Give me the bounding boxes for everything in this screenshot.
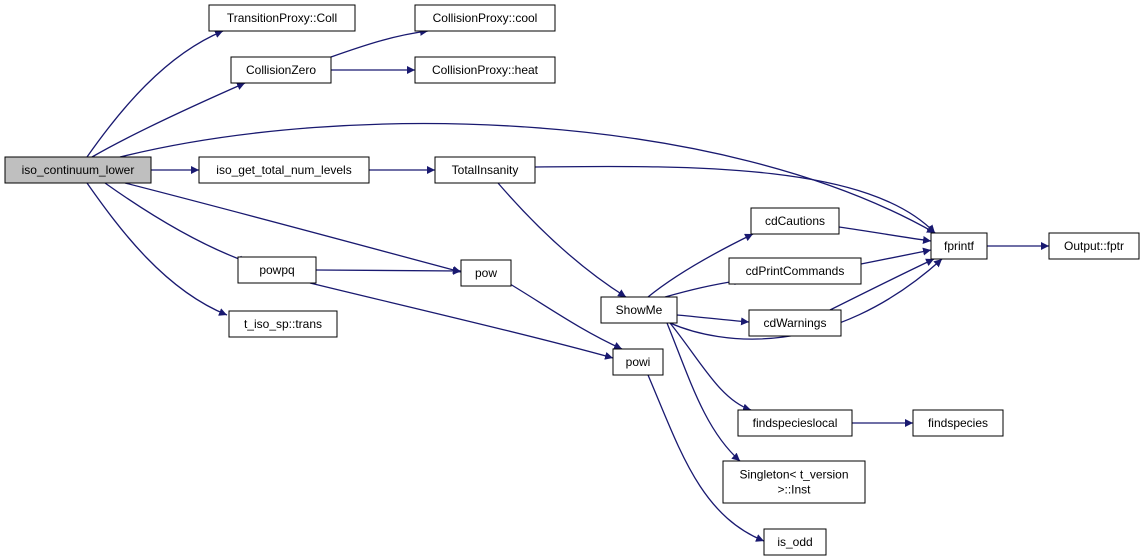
edge-powi-to-is_odd (647, 374, 765, 542)
node-iso_continuum_lower[interactable]: iso_continuum_lower (4, 156, 152, 184)
node-cdCautions[interactable]: cdCautions (750, 207, 840, 235)
node-ShowMe[interactable]: ShowMe (600, 296, 678, 324)
node-Singleton_Inst[interactable]: Singleton< t_version>::Inst (722, 460, 866, 504)
edge-CollisionZero-to-CollisionProxy_cool (330, 27, 429, 58)
node-box (728, 257, 862, 285)
node-label: cdPrintCommands (746, 264, 845, 278)
node-label: Output::fptr (1064, 239, 1124, 253)
node-t_iso_sp_trans[interactable]: t_iso_sp::trans (228, 310, 338, 338)
edge-cdWarnings-to-fprintf (829, 258, 935, 311)
edge-cdPrintCommands-to-fprintf (860, 247, 932, 265)
node-box (230, 56, 332, 84)
node-label: is_odd (777, 535, 812, 549)
node-label: Singleton< t_version (739, 468, 848, 482)
edge-powpq-to-powi (309, 282, 614, 360)
node-box (912, 409, 1004, 437)
node-box (228, 310, 338, 338)
node-CollisionZero[interactable]: CollisionZero (230, 56, 332, 84)
edge-iso_continuum_lower-to-TransitionProxy_Coll (86, 30, 224, 158)
node-TransitionProxy_Coll[interactable]: TransitionProxy::Coll (208, 4, 356, 32)
node-fprintf[interactable]: fprintf (930, 232, 988, 260)
node-box (208, 4, 356, 32)
edge-TotalInsanity-to-fprintf (534, 165, 936, 234)
node-label: cdWarnings (764, 316, 827, 330)
edge-powpq-to-pow (315, 266, 462, 275)
node-CollisionProxy_heat[interactable]: CollisionProxy::heat (414, 56, 556, 84)
node-box (460, 259, 512, 287)
node-is_odd[interactable]: is_odd (763, 528, 827, 556)
edge-ShowMe-to-Singleton_Inst (666, 322, 741, 462)
node-box (414, 4, 556, 32)
node-label: CollisionProxy::cool (433, 11, 538, 25)
node-box (612, 348, 664, 376)
node-label: findspecies (928, 416, 988, 430)
node-box (1048, 232, 1140, 260)
node-label: powpq (259, 263, 294, 277)
node-box (4, 156, 152, 184)
node-label: CollisionZero (246, 63, 316, 77)
node-pow[interactable]: pow (460, 259, 512, 287)
node-powi[interactable]: powi (612, 348, 664, 376)
edge-cdCautions-to-fprintf (838, 226, 932, 244)
node-label: t_iso_sp::trans (244, 317, 322, 331)
node-label: cdCautions (765, 214, 825, 228)
node-box (198, 156, 370, 184)
node-box (763, 528, 827, 556)
node-label: ShowMe (616, 303, 663, 317)
node-box (737, 409, 853, 437)
edge-TotalInsanity-to-ShowMe (497, 182, 627, 298)
node-box (414, 56, 556, 84)
node-label: CollisionProxy::heat (432, 63, 539, 77)
edge-ShowMe-to-cdCautions (647, 233, 754, 298)
edge-iso_continuum_lower-to-CollisionZero (91, 82, 246, 158)
node-box (750, 207, 840, 235)
node-findspecieslocal[interactable]: findspecieslocal (737, 409, 853, 437)
node-box (237, 256, 317, 284)
edge-pow-to-powi (509, 283, 623, 350)
node-label: TotalInsanity (452, 163, 519, 177)
node-label: findspecieslocal (753, 416, 838, 430)
node-Output_fptr[interactable]: Output::fptr (1048, 232, 1140, 260)
node-box (600, 296, 678, 324)
edge-iso_continuum_lower-to-pow (124, 182, 462, 274)
node-cdWarnings[interactable]: cdWarnings (748, 309, 842, 337)
node-iso_get_total_num_levels[interactable]: iso_get_total_num_levels (198, 156, 370, 184)
edge-iso_continuum_lower-to-fprintf (119, 122, 936, 234)
node-label: powi (626, 355, 651, 369)
edge-ShowMe-to-findspecieslocal (669, 322, 752, 412)
node-CollisionProxy_cool[interactable]: CollisionProxy::cool (414, 4, 556, 32)
edge-ShowMe-to-cdWarnings (676, 314, 750, 326)
node-label: iso_get_total_num_levels (216, 163, 351, 177)
node-label: fprintf (944, 239, 975, 253)
node-box (722, 460, 866, 504)
nodes-layer: iso_continuum_lower TransitionProxy::Coll… (4, 4, 1140, 556)
node-cdPrintCommands[interactable]: cdPrintCommands (728, 257, 862, 285)
edge-ShowMe-to-fprintf (669, 258, 943, 340)
node-powpq[interactable]: powpq (237, 256, 317, 284)
node-box (748, 309, 842, 337)
node-TotalInsanity[interactable]: TotalInsanity (434, 156, 536, 184)
node-label: pow (475, 266, 497, 280)
edges-layer (86, 27, 1049, 542)
node-box (434, 156, 536, 184)
node-findspecies[interactable]: findspecies (912, 409, 1004, 437)
node-label: iso_continuum_lower (22, 163, 135, 177)
node-label: TransitionProxy::Coll (227, 11, 337, 25)
edge-iso_continuum_lower-to-t_iso_sp_trans (86, 182, 228, 316)
node-box (930, 232, 988, 260)
edge-iso_continuum_lower-to-powpq (104, 182, 248, 264)
node-label: >::Inst (777, 483, 811, 497)
